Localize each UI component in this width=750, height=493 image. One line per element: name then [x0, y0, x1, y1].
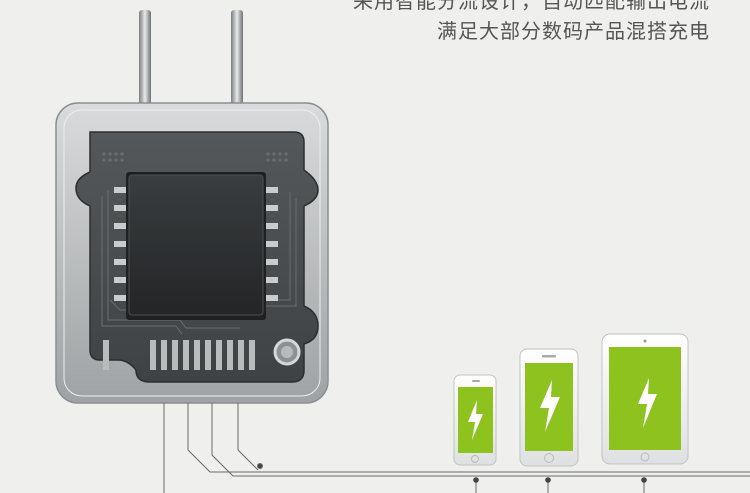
- device-small-phone: [453, 374, 497, 466]
- output-wires: [163, 403, 750, 493]
- chip-pins-right: [264, 187, 278, 301]
- lightning-bolt-icon: [638, 378, 657, 428]
- wire-nodes: [473, 477, 647, 483]
- board-dots: [102, 152, 288, 162]
- home-button-icon: [471, 455, 479, 463]
- charger: [55, 102, 329, 404]
- headline-line-1: 采用智能分流设计，自动匹配输出电流: [353, 0, 710, 13]
- device-tablet: [601, 333, 689, 465]
- home-button-icon: [640, 452, 650, 462]
- plug-prong-right: [231, 10, 243, 110]
- chip: [128, 174, 264, 316]
- plug-prong-left: [139, 10, 151, 110]
- home-button-icon: [544, 453, 554, 463]
- lightning-bolt-icon: [468, 400, 483, 440]
- connector-pads: [103, 340, 255, 370]
- chip-pins-left: [114, 187, 128, 301]
- headline: 采用智能分流设计，自动匹配输出电流 满足大部分数码产品混搭充电: [353, 0, 710, 46]
- lightning-bolt-icon: [540, 380, 560, 432]
- plug-prongs: [139, 10, 243, 110]
- headline-line-2: 满足大部分数码产品混搭充电: [437, 19, 710, 43]
- device-large-phone: [519, 348, 579, 467]
